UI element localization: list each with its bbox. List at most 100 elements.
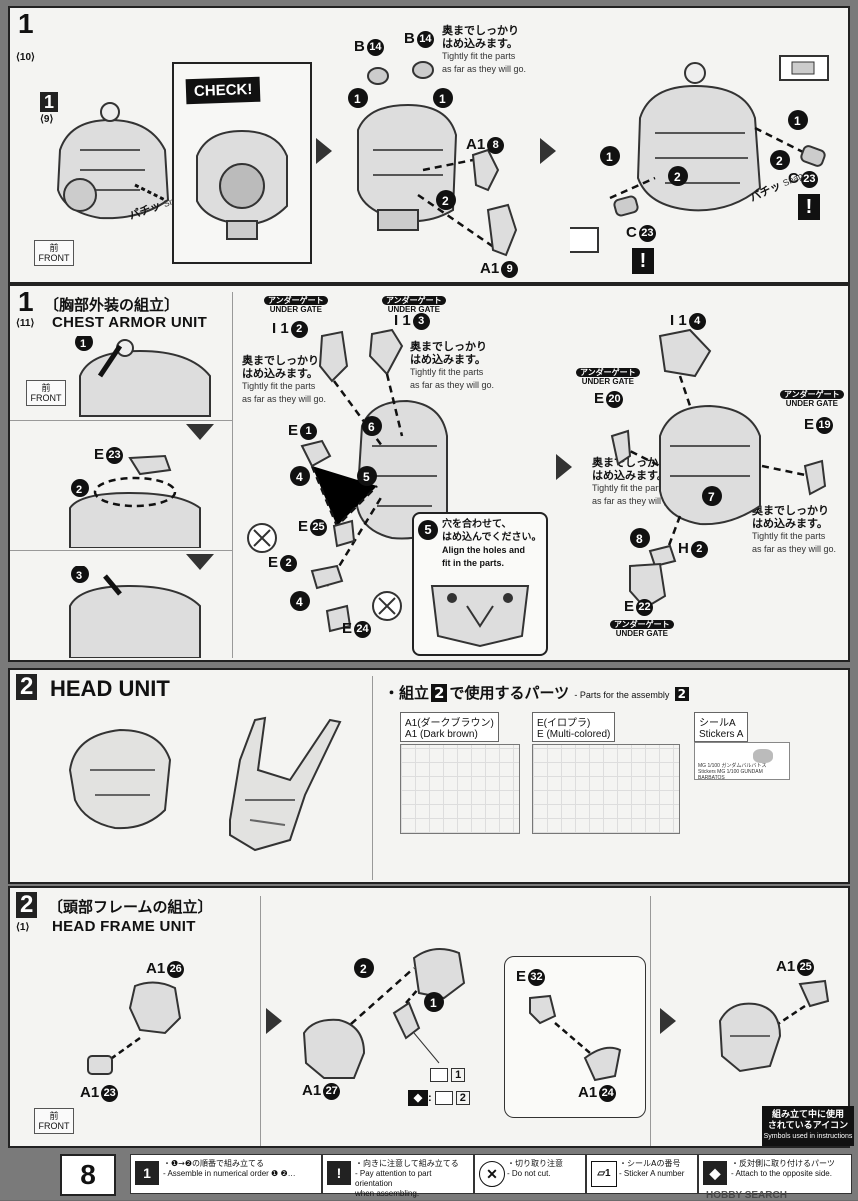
torso-sketch-left — [56, 102, 170, 220]
hole-detail-sketch — [430, 585, 530, 648]
hole-callout-box: 5 穴を合わせて、 はめ込んでください。 Align the holes and… — [412, 512, 548, 656]
fit-note-e20: 奥までしっかり はめ込みます。 Tightly fit the parts as… — [592, 456, 676, 506]
head-frame-step-sketch — [87, 981, 182, 1075]
flow-arrow-down — [186, 554, 214, 570]
torso-check-sketch — [196, 129, 288, 240]
check-label: CHECK! — [185, 76, 261, 105]
flow-arrow-down — [186, 424, 214, 440]
opposite-side-icon: ◆ — [408, 1090, 428, 1106]
svg-text:2: 2 — [674, 170, 681, 184]
head-unit-sketch — [68, 716, 342, 852]
chest-step-3-sketch: 3 — [69, 566, 201, 658]
svg-text:7: 7 — [708, 490, 715, 504]
hole-note: 穴を合わせて、 はめ込んでください。 Align the holes and f… — [442, 519, 542, 568]
column-divider — [260, 896, 261, 1146]
flow-arrow — [316, 138, 332, 164]
row-divider — [10, 420, 232, 421]
svg-text:2: 2 — [76, 484, 82, 496]
svg-text:8: 8 — [636, 532, 643, 546]
page-number: 8 — [60, 1154, 116, 1196]
column-divider — [232, 292, 233, 658]
flow-arrow — [556, 454, 572, 480]
fit-note-top: 奥までしっかり はめ込みます。 Tightly fit the parts as… — [442, 24, 527, 74]
chest-step-2-sketch: 2 — [69, 454, 201, 548]
chest-assembly-middle: 6 5 4 4 — [247, 328, 448, 633]
flow-arrow — [660, 1008, 676, 1034]
svg-text:4: 4 — [296, 470, 303, 484]
svg-text:1: 1 — [794, 114, 801, 128]
runner-e-sprue — [532, 744, 680, 834]
exclamation-icon: ! — [327, 1161, 351, 1185]
runner-a1-label: A1(ダークブラウン)A1 (Dark brown) — [400, 712, 499, 742]
fit-note-right: 奥までしっかり はめ込みます。 Tightly fit the parts as… — [410, 340, 495, 390]
svg-text:6: 6 — [368, 420, 375, 434]
fit-note-left: 奥までしっかり はめ込みます。 Tightly fit the parts as… — [242, 354, 327, 404]
ref-step-number: 1 — [40, 92, 59, 112]
subassembly-sketch — [529, 994, 622, 1082]
torso-assembly-middle: 1 1 2 — [348, 61, 518, 257]
step-number: 2 — [16, 892, 38, 918]
step-number: 1 — [18, 286, 34, 317]
legend-do-not-cut: ✕ ・切り取り注意- Do not cut. — [474, 1154, 586, 1194]
head-unit-title: HEAD UNIT — [50, 676, 170, 701]
svg-text:5: 5 — [363, 470, 370, 484]
frame-title-en: HEAD FRAME UNIT — [52, 918, 196, 935]
substep-label: ⟨10⟩ — [16, 52, 35, 63]
frame-title-jp: 〔頭部フレームの組立〕 — [48, 898, 213, 916]
row-divider — [10, 550, 232, 551]
flow-arrow — [540, 138, 556, 164]
runner-e-label: E(イロプラ)E (Multi-colored) — [532, 712, 616, 742]
step-number: 2 — [16, 674, 38, 700]
chest-title-jp: 〔胸部外装の組立〕 — [44, 296, 180, 314]
column-divider — [372, 676, 373, 880]
fit-note-e19: 奥までしっかり はめ込みます。 Tightly fit the parts as… — [752, 504, 837, 554]
sticker-icon: ▱1 — [591, 1161, 617, 1187]
orientation-warning-icon: ! — [632, 248, 654, 274]
orientation-warning-icon: ! — [798, 194, 820, 220]
flow-arrow — [266, 1008, 282, 1034]
symbols-legend-title: 組み立て中に使用 されているアイコン Symbols used in instr… — [762, 1106, 854, 1146]
subassembly-box — [504, 956, 646, 1118]
chest-title-en: CHEST ARMOR UNIT — [52, 314, 208, 331]
svg-text:2: 2 — [360, 962, 367, 976]
ref-substep: ⟨9⟩ — [40, 114, 54, 125]
svg-text:1: 1 — [80, 338, 86, 350]
legend-sticker: ▱1 ・シールAの番号- Sticker A number — [586, 1154, 698, 1194]
